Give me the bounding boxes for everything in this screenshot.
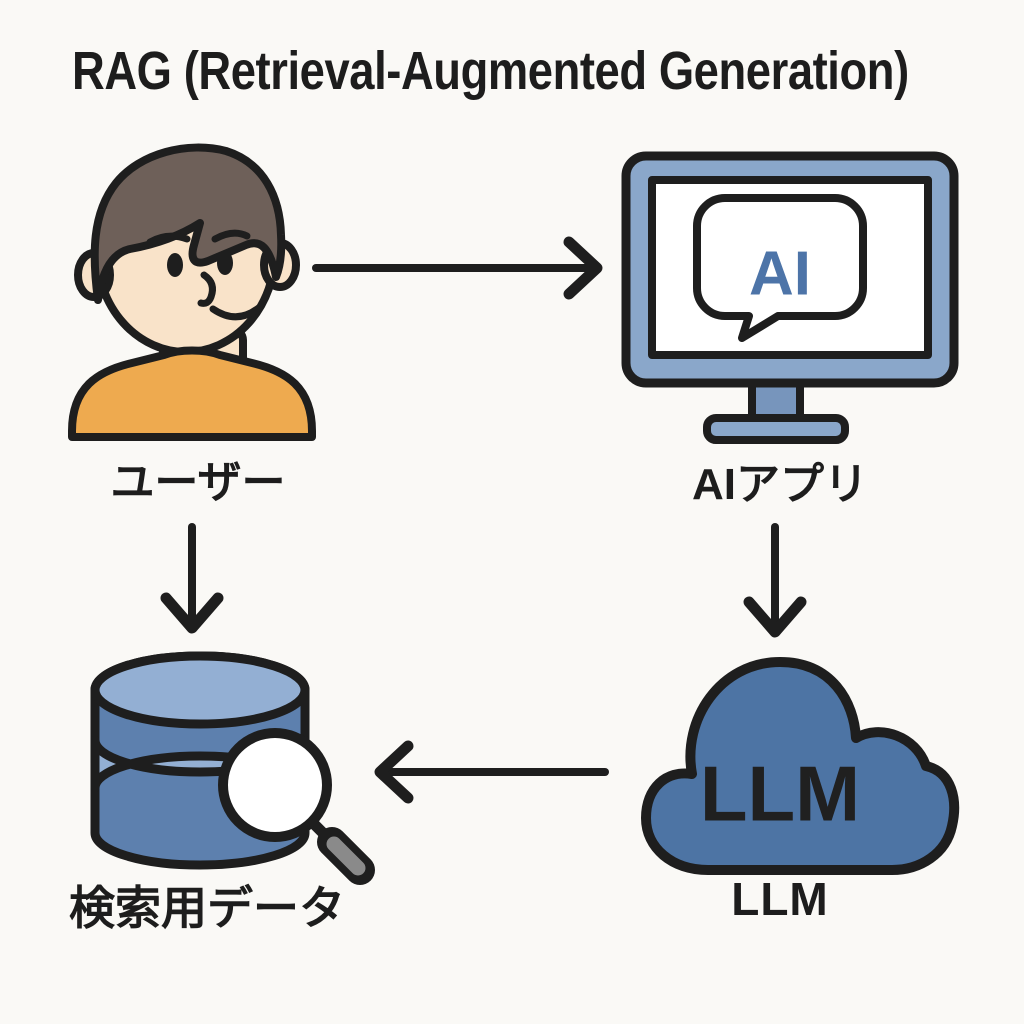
- llm-cloud-icon: LLM: [641, 657, 960, 875]
- ai-app-label: AIアプリ: [692, 460, 868, 509]
- diagram-title: RAG (Retrieval-Augmented Generation): [72, 40, 1012, 102]
- arrow-llm-to-searchdata: [374, 740, 609, 804]
- search-data-database-icon: [90, 651, 375, 885]
- user-label: ユーザー: [110, 458, 286, 507]
- user-person-icon: [68, 143, 316, 441]
- arrow-user-to-aiapp: [312, 236, 603, 300]
- arrow-aiapp-to-llm: [743, 523, 807, 638]
- chat-bubble-icon: [693, 194, 867, 342]
- search-data-label: 検索用データ: [69, 882, 345, 934]
- arrow-user-to-searchdata: [160, 523, 224, 634]
- llm-cloud-text: LLM: [700, 750, 860, 838]
- diagram-title-text: RAG (Retrieval-Augmented Generation): [72, 41, 909, 101]
- ai-app-monitor-icon: AI: [621, 151, 959, 444]
- llm-label: LLM: [731, 873, 829, 925]
- magnifier-icon: [218, 728, 375, 885]
- ai-screen-text: AI: [749, 239, 811, 308]
